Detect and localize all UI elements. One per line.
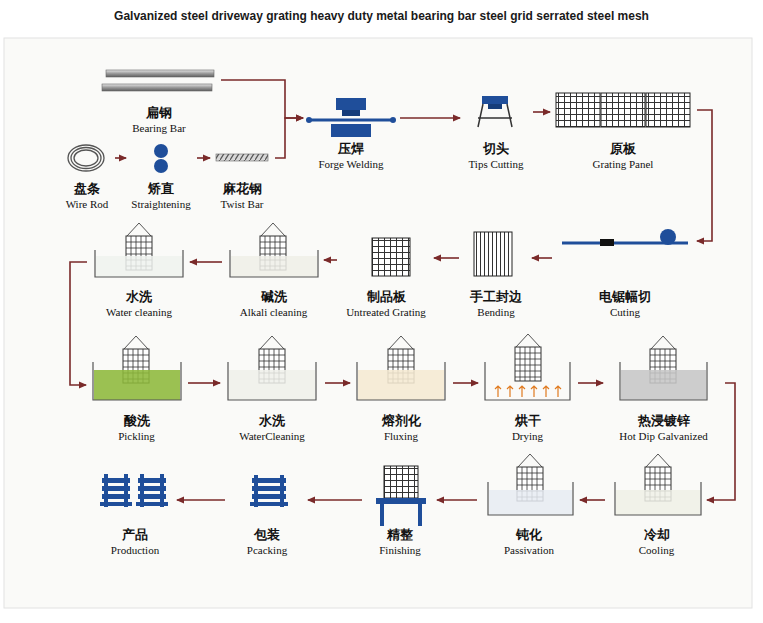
step-name-english: Cuting: [610, 306, 640, 318]
flow-arrow: [177, 499, 225, 501]
process-step: 切头Tips Cutting: [462, 94, 530, 172]
step-name-chinese: 制品板: [367, 289, 406, 306]
step-name-english: Tips Cutting: [469, 158, 524, 170]
step-name-english: Pickling: [118, 430, 155, 442]
step-name-chinese: 电锯幅切: [599, 289, 651, 306]
process-step: 原板Grating Panel: [552, 88, 694, 172]
step-name-chinese: 钝化: [516, 527, 542, 544]
flow-arrow: [453, 382, 478, 384]
process-step: 产品Production: [95, 450, 175, 558]
process-step: 手工封边Bending: [462, 224, 530, 320]
process-step: 烘干Drying: [480, 332, 575, 444]
flow-arrow: [115, 157, 126, 159]
step-name-english: Production: [111, 544, 159, 556]
process-step: 酸洗Pickling: [88, 332, 185, 444]
step-name-chinese: 手工封边: [470, 289, 522, 306]
process-step: 钝化Passivation: [480, 450, 578, 558]
step-name-chinese: 产品: [122, 527, 148, 544]
step-name-chinese: 包装: [254, 527, 280, 544]
step-name-english: Bending: [477, 306, 514, 318]
step-name-english: Straightening: [131, 198, 190, 210]
step-name-english: Fluxing: [384, 430, 418, 442]
process-step: 扁钢Bearing Bar: [100, 64, 218, 136]
flow-arrow: [197, 157, 210, 159]
step-name-chinese: 矫直: [148, 181, 174, 198]
flow-arrow: [308, 499, 362, 501]
step-name-chinese: 扁钢: [146, 105, 172, 122]
step-name-english: WaterCleaning: [239, 430, 305, 442]
step-name-chinese: 热浸镀锌: [638, 413, 690, 430]
flow-arrow: [533, 111, 550, 113]
step-name-chinese: 盘条: [74, 181, 100, 198]
step-name-english: Forge Welding: [318, 158, 383, 170]
step-name-chinese: 精整: [387, 527, 413, 544]
flow-arrow: [190, 261, 222, 263]
process-step: 压焊Forge Welding: [305, 94, 397, 172]
step-name-chinese: 压焊: [338, 141, 364, 158]
process-step: 碱洗Alkali cleaning: [225, 220, 322, 320]
step-name-chinese: 水洗: [259, 413, 285, 430]
step-name-chinese: 切头: [483, 141, 509, 158]
step-name-chinese: 水洗: [126, 289, 152, 306]
flow-arrow: [188, 382, 220, 384]
flow-arrow: [324, 259, 337, 261]
process-step: 盘条Wire Rod: [62, 140, 112, 212]
step-name-chinese: 碱洗: [261, 289, 287, 306]
process-step: 精整Finishing: [365, 450, 435, 558]
process-step: 热浸镀锌Hot Dip Galvanized: [605, 332, 722, 444]
step-name-english: Finishing: [379, 544, 421, 556]
process-step: 冷却Cooling: [608, 450, 705, 558]
process-step: 包装Pcacking: [228, 450, 306, 558]
step-name-english: Water cleaning: [106, 306, 172, 318]
flow-arrow: [578, 382, 603, 384]
step-name-english: Drying: [512, 430, 543, 442]
process-step: 矫直Straightening: [128, 140, 194, 212]
step-name-english: Bearing Bar: [132, 122, 185, 134]
step-name-chinese: 烘干: [515, 413, 541, 430]
step-name-english: Passivation: [504, 544, 554, 556]
process-step: 水洗Water cleaning: [90, 220, 188, 320]
flow-arrow: [434, 257, 459, 259]
step-name-chinese: 酸洗: [124, 413, 150, 430]
step-name-english: Alkali cleaning: [240, 306, 308, 318]
step-name-english: Untreated Grating: [346, 306, 426, 318]
step-name-chinese: 原板: [610, 141, 636, 158]
process-step: 电锯幅切Cuting: [555, 224, 695, 320]
flow-arrow: [325, 382, 350, 384]
flow-arrow: [532, 257, 552, 259]
step-name-english: Hot Dip Galvanized: [619, 430, 708, 442]
step-name-english: Cooling: [639, 544, 674, 556]
flow-arrow: [580, 499, 605, 501]
flow-arrow: [275, 118, 303, 158]
step-name-english: Twist Bar: [221, 198, 264, 210]
page-title: Galvanized steel driveway grating heavy …: [0, 9, 763, 23]
step-name-chinese: 冷却: [644, 527, 670, 544]
flow-arrow: [437, 499, 477, 501]
process-step: 水洗WaterCleaning: [222, 332, 322, 444]
flow-arrow: [697, 110, 712, 241]
flow-arrow: [70, 262, 87, 385]
step-name-chinese: 熔剂化: [382, 413, 421, 430]
flow-arrow: [707, 383, 735, 500]
process-step: 熔剂化Fluxing: [352, 332, 450, 444]
process-step: 制品板Untreated Grating: [340, 224, 432, 320]
process-step: 麻花钢Twist Bar: [212, 140, 272, 212]
flow-arrow: [400, 117, 460, 119]
step-name-english: Wire Rod: [66, 198, 109, 210]
step-name-chinese: 麻花钢: [223, 181, 262, 198]
flow-arrow: [221, 80, 303, 118]
step-name-english: Grating Panel: [593, 158, 654, 170]
step-name-english: Pcacking: [247, 544, 287, 556]
